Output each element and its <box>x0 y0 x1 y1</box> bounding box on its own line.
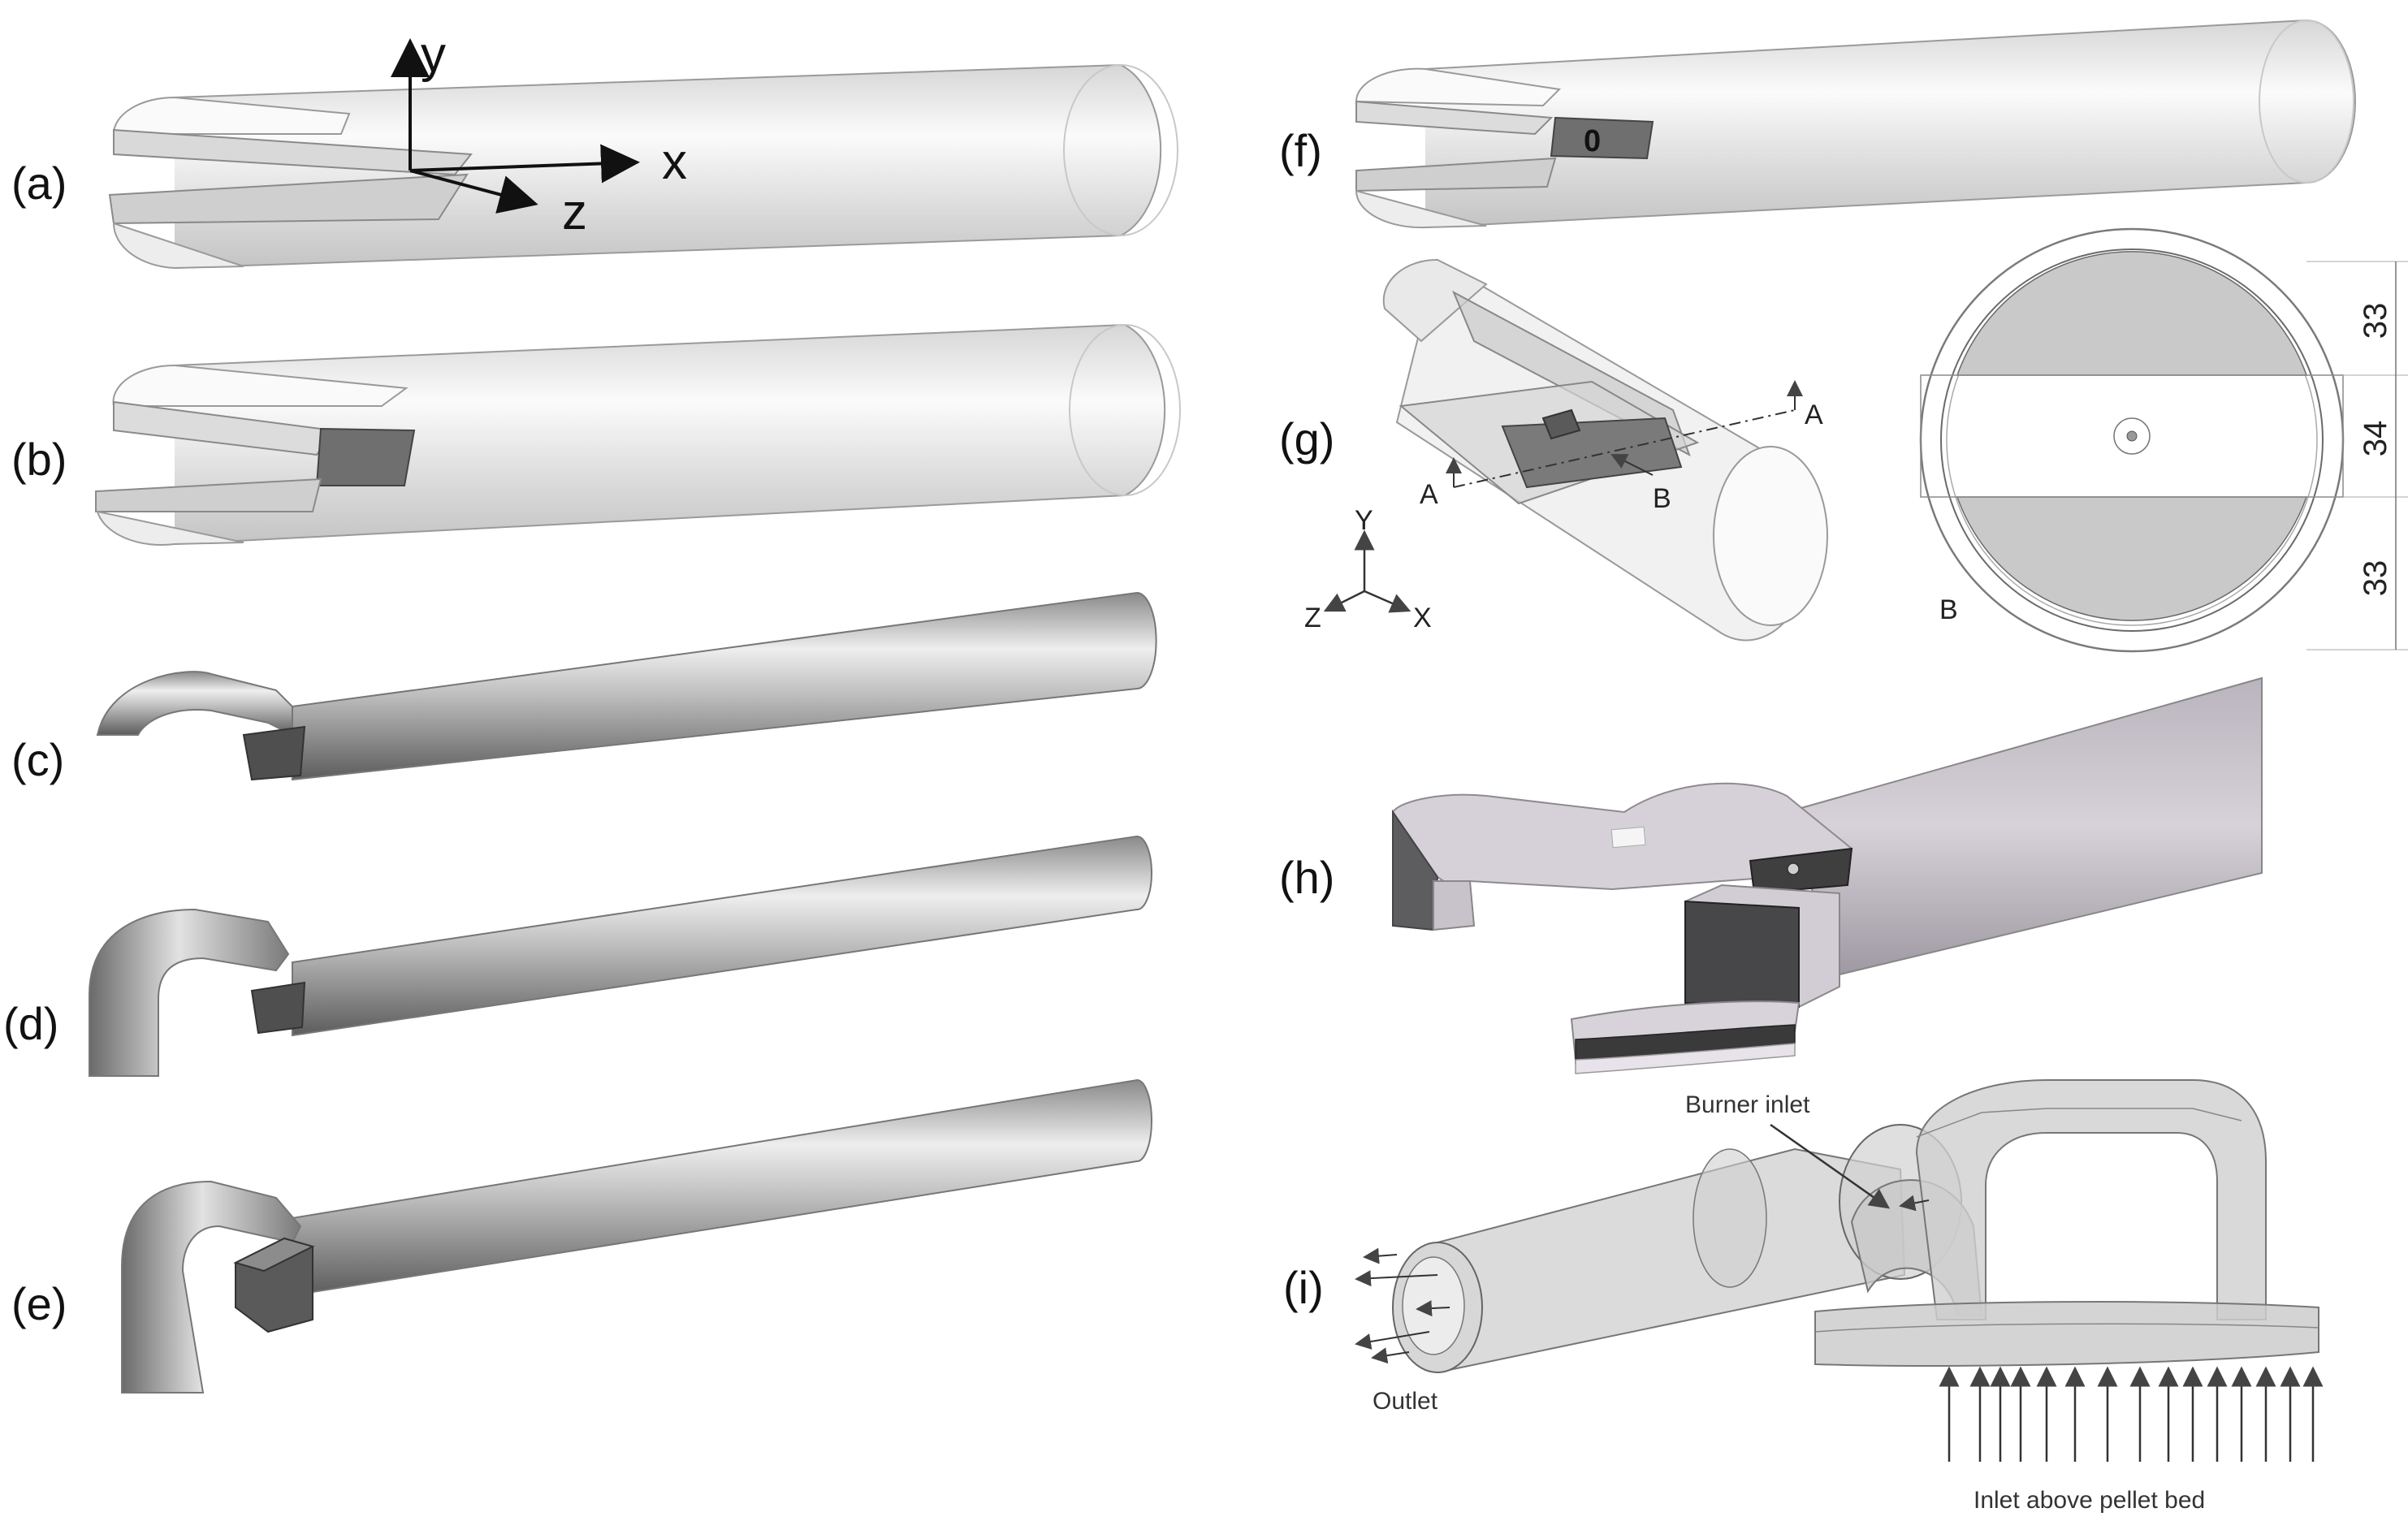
pipe-end-ellipse <box>1063 64 1178 236</box>
panel-d: (d) <box>3 835 1152 1077</box>
section-label-right: A <box>1805 400 1823 430</box>
outlet-arrow <box>1355 1331 1430 1350</box>
panel-a: (a) y x z <box>11 27 1178 270</box>
burner-inlet-arrow <box>1899 1195 1930 1212</box>
burner-assembly <box>1501 417 1683 489</box>
lower-plate <box>1355 157 1557 192</box>
pellet-inlet-label: Inlet above pellet bed <box>1974 1487 2205 1514</box>
panel-g-label: (g) <box>1279 413 1334 465</box>
lower-shell <box>112 222 244 270</box>
burner-block <box>1550 116 1654 160</box>
panel-a-label: (a) <box>11 158 67 209</box>
dim-middle: 34 <box>2358 421 2393 457</box>
triad-x-axis <box>1364 590 1412 613</box>
panel-f: (f) 0 <box>1279 19 2356 229</box>
upper-segment <box>1956 251 2308 376</box>
detail-pointer <box>1610 454 1654 476</box>
arch-duct <box>1915 1079 2267 1320</box>
exhaust-pipe <box>292 1078 1152 1297</box>
elbow-cap <box>96 671 293 737</box>
panel-e-label: (e) <box>11 1278 67 1329</box>
outlet-arrow <box>1363 1247 1398 1264</box>
burner-inlet-label: Burner inlet <box>1685 1091 1810 1118</box>
pipe-end-ellipse <box>1069 324 1181 496</box>
pipe-end-ellipse <box>2259 19 2354 184</box>
panel-c: (c) <box>11 591 1157 785</box>
lower-shell <box>1355 189 1487 229</box>
burner-nozzle <box>1541 408 1581 440</box>
burner-box-top <box>233 1237 315 1273</box>
burner-box-front <box>1684 900 1800 1009</box>
panel-h: (h) <box>1279 676 2263 1074</box>
outlet-label: Outlet <box>1373 1388 1438 1415</box>
x-axis-arrow <box>409 144 640 184</box>
elbow-duct <box>121 1180 302 1394</box>
center-band <box>1920 374 2344 498</box>
detail-pointer-label: B <box>1653 483 1671 514</box>
burner-block <box>315 427 416 486</box>
cylinder-end <box>1713 446 1828 626</box>
hood-highlight <box>1610 826 1646 849</box>
lower-plate <box>108 173 469 225</box>
pellet-tray-bottom <box>1575 1043 1796 1074</box>
panel-b-label: (b) <box>11 434 67 485</box>
panel-i-label: (i) <box>1283 1262 1324 1313</box>
burner-inlet-pointer <box>1770 1123 1891 1209</box>
burner-block <box>250 981 306 1035</box>
triad-z-axis <box>1323 590 1365 612</box>
section-label-left: A <box>1420 479 1438 510</box>
duct-ring <box>1693 1148 1767 1288</box>
burner-hole <box>1787 862 1800 875</box>
base-tray-edge <box>1814 1323 2319 1333</box>
outlet-arrow <box>1416 1300 1450 1317</box>
pellet-inlet-arrows <box>1939 1366 2324 1462</box>
outlet-arrow <box>1355 1270 1438 1287</box>
detail-b-label: B <box>1939 594 1958 625</box>
lower-segment <box>1956 496 2308 621</box>
upper-plate <box>1355 100 1554 136</box>
pipe-body <box>174 323 1166 545</box>
burner-marker: 0 <box>1584 124 1601 158</box>
outlet-arrow <box>1371 1347 1410 1364</box>
triad-y-label: Y <box>1355 505 1373 536</box>
dim-lower: 33 <box>2358 560 2393 597</box>
outlet-inner <box>1402 1256 1465 1355</box>
exhaust-pipe <box>1785 676 2263 976</box>
burner-center <box>2126 430 2138 442</box>
triad-x-label: X <box>1413 603 1432 633</box>
lower-plate <box>95 477 322 512</box>
panel-d-label: (d) <box>3 998 58 1049</box>
lower-shell <box>96 510 244 547</box>
exhaust-pipe <box>292 835 1152 1037</box>
hood-leg <box>1433 880 1476 931</box>
panel-f-label: (f) <box>1279 125 1322 176</box>
exhaust-pipe <box>292 591 1157 781</box>
panel-b: (b) <box>11 323 1181 547</box>
cylinder-cut <box>1382 258 1488 343</box>
y-axis-label: y <box>421 27 446 83</box>
panel-e: (e) <box>11 1078 1152 1394</box>
panel-i: (i) Outlet Burner inlet <box>1283 1079 2324 1514</box>
burner-plate <box>1749 847 1853 895</box>
z-axis-arrow <box>409 169 538 214</box>
panel-h-label: (h) <box>1279 852 1334 903</box>
arch-edge <box>1916 1108 2242 1138</box>
z-axis-label: z <box>562 184 587 240</box>
dim-upper: 33 <box>2358 303 2393 339</box>
x-axis-label: x <box>662 134 687 190</box>
panel-c-label: (c) <box>11 734 64 785</box>
burner-block <box>242 725 306 781</box>
triad-z-label: Z <box>1304 603 1321 633</box>
detail-b: 33 34 33 B <box>1919 227 2408 653</box>
base-tray <box>1814 1301 2319 1367</box>
panel-g: (g) A A B Y X Z <box>1279 258 1828 642</box>
section-line <box>1453 409 1796 488</box>
upper-plate <box>113 400 335 456</box>
elbow-duct <box>89 908 290 1077</box>
